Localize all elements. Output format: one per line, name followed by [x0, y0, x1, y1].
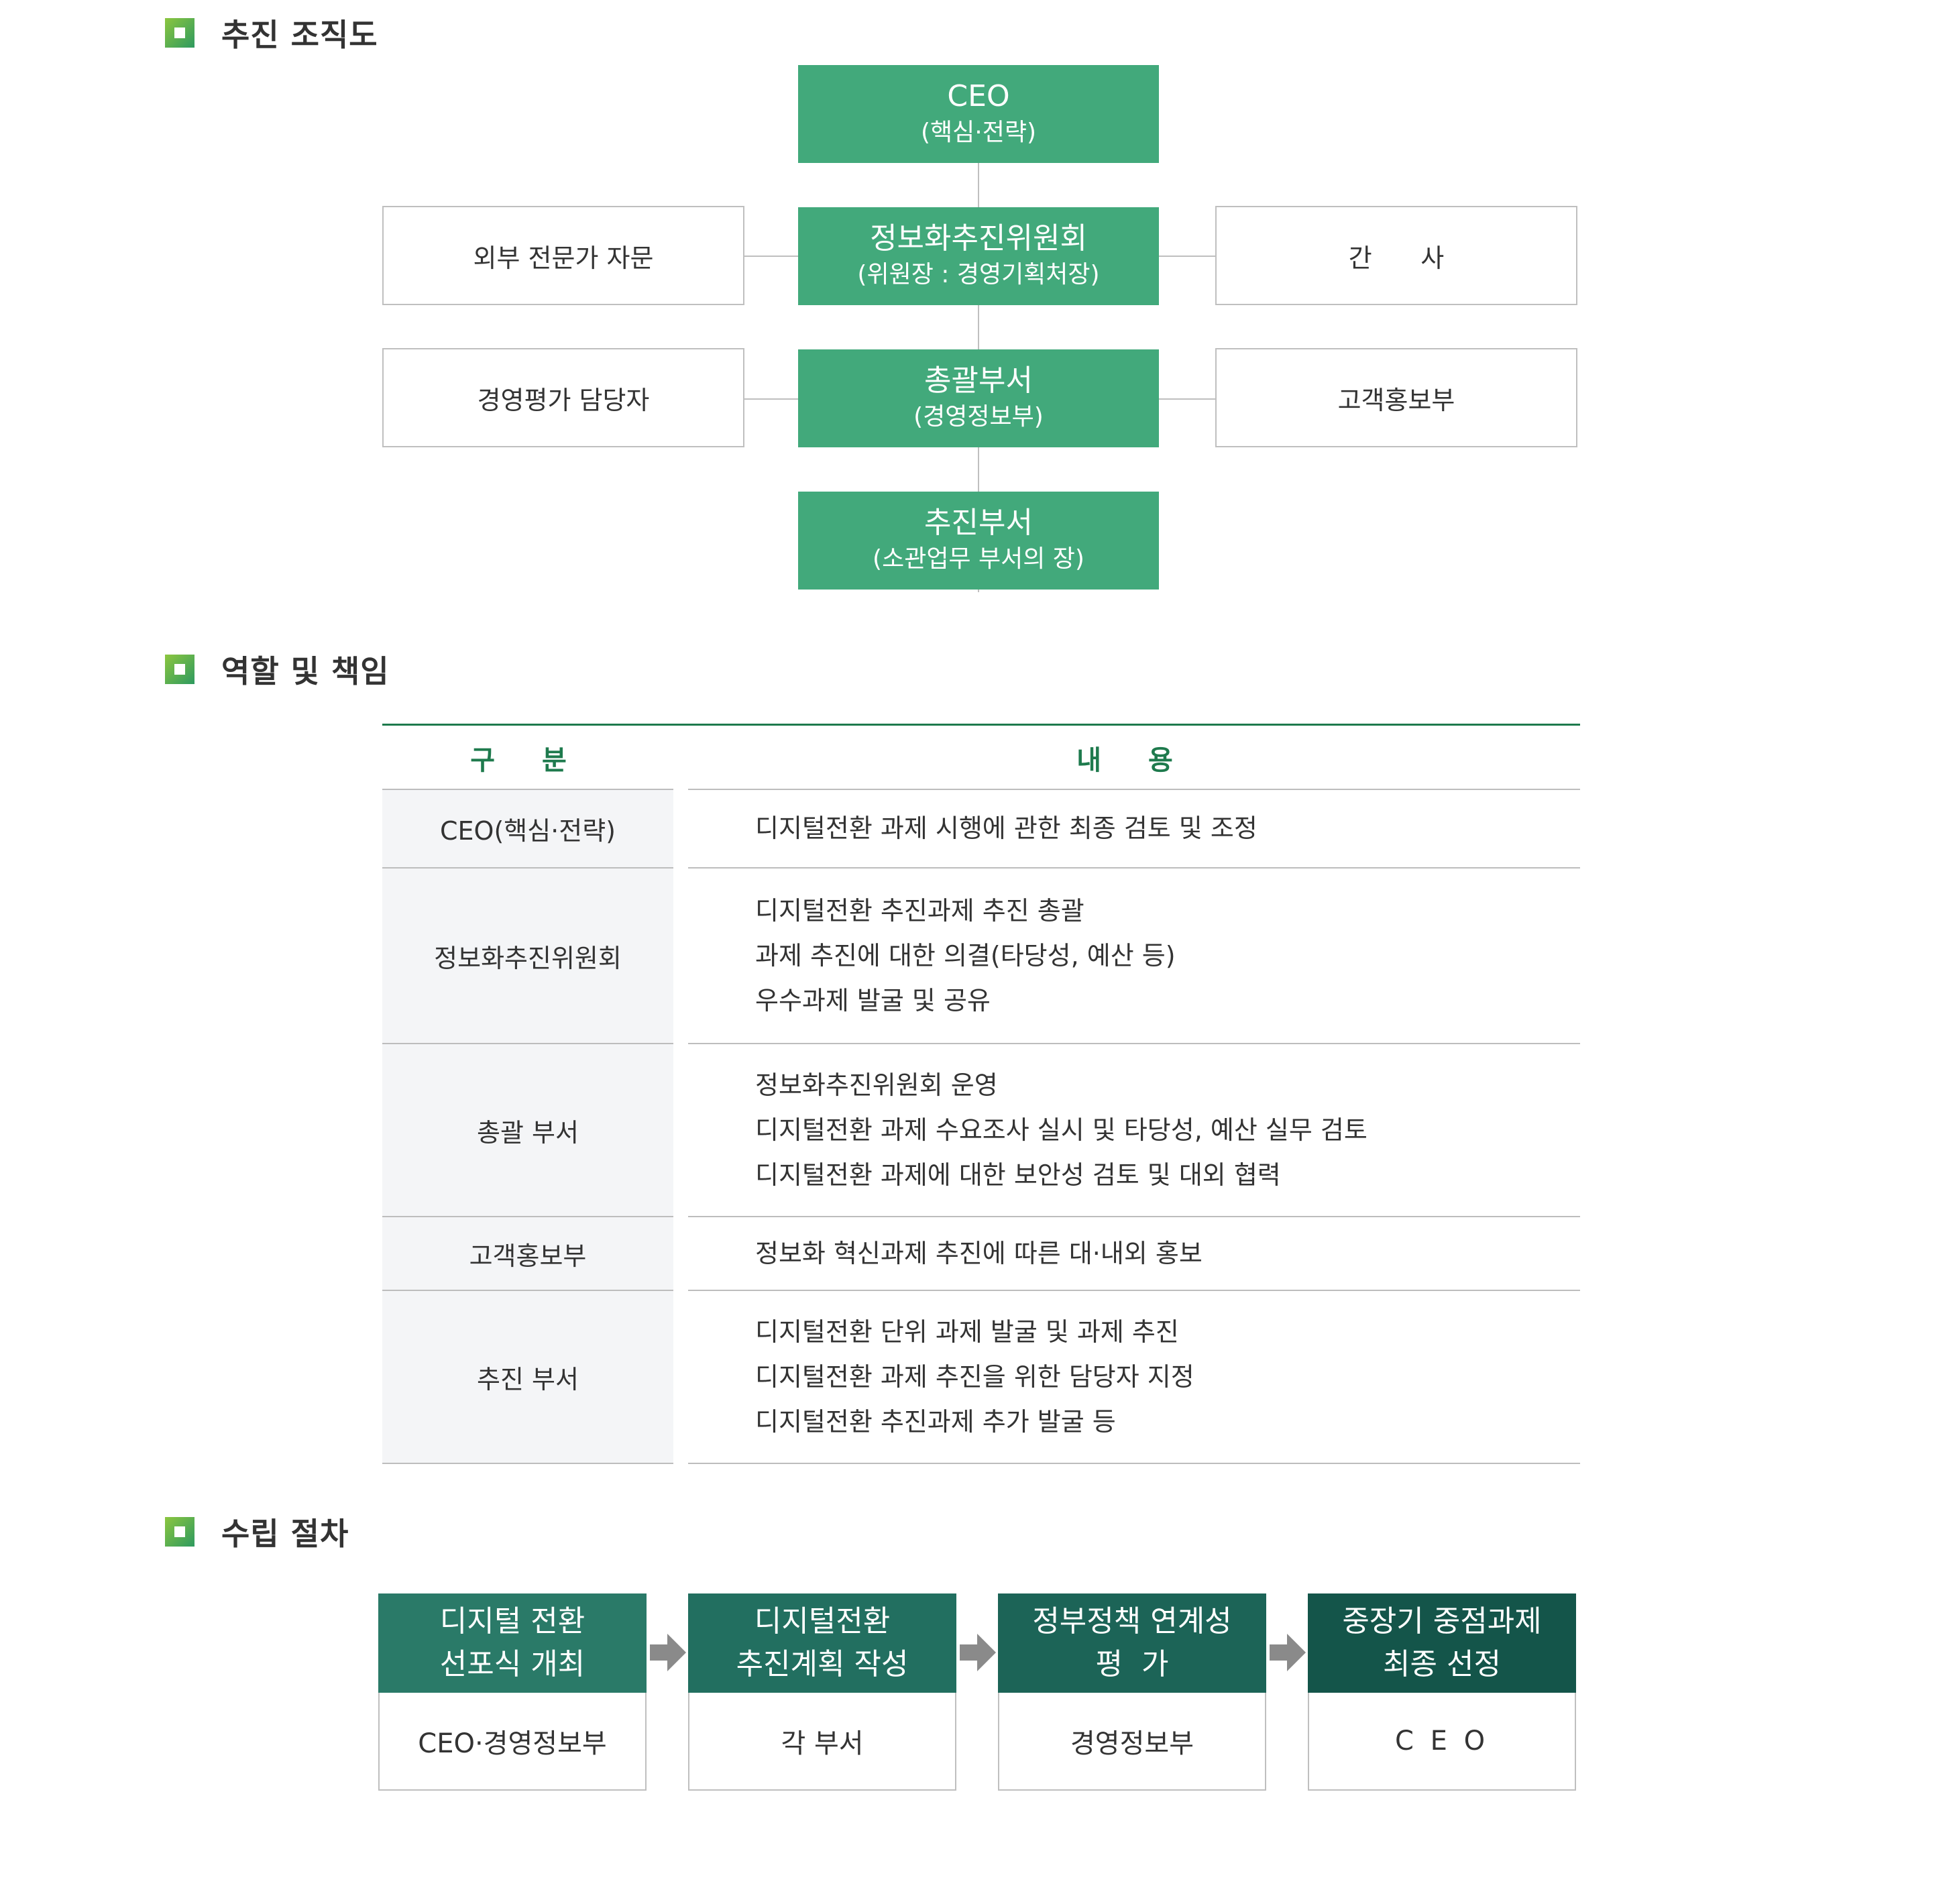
section-title: 추진 조직도: [221, 17, 378, 53]
table-row-item: 디지털전환 추진과제 추가 발굴 등: [755, 1406, 1116, 1437]
process-step-title-line: 최종 선정: [1383, 1647, 1501, 1681]
section-heading-process: 수립 절차: [165, 1512, 349, 1552]
table-row-content: 디지털전환 단위 과제 발굴 및 과제 추진 디지털전환 과제 추진을 위한 담…: [755, 1291, 1573, 1463]
process-step-title-line: 디지털 전환: [439, 1604, 585, 1638]
process-step-2: 디지털전환 추진계획 작성 각 부서: [688, 1593, 956, 1791]
connector-line: [743, 256, 799, 257]
process-step-title: 정부정책 연계성 평 가: [998, 1593, 1266, 1693]
table-rule: [688, 1290, 1580, 1291]
table-rule: [382, 1216, 673, 1217]
process-step-title-line: 평 가: [1095, 1647, 1169, 1681]
org-box-subtitle: (소관업무 부서의 장): [873, 545, 1084, 573]
table-rule: [688, 1043, 1580, 1044]
table-row-category: 고객홍보부: [382, 1217, 673, 1290]
connector-line: [1159, 256, 1217, 257]
org-box-general: 총괄부서 (경영정보부): [798, 349, 1159, 447]
table-row-item: 디지털전환 과제에 대한 보안성 검토 및 대외 협력: [755, 1160, 1281, 1190]
org-box-title: CEO: [947, 79, 1010, 113]
table-row-item: 우수과제 발굴 및 공유: [755, 985, 991, 1015]
table-rule: [688, 1463, 1580, 1464]
org-box-title: 총괄부서: [924, 363, 1033, 398]
table-row-item: 정보화 혁신과제 추진에 따른 대·내외 홍보: [755, 1238, 1203, 1268]
org-box-promotion: 추진부서 (소관업무 부서의 장): [798, 492, 1159, 590]
process-step-title: 디지털 전환 선포식 개최: [378, 1593, 647, 1693]
org-box-title: 정보화추진위원회: [870, 221, 1087, 256]
table-row-item: 과제 추진에 대한 의결(타당성, 예산 등): [755, 940, 1176, 970]
org-box-title: 추진부서: [924, 506, 1033, 540]
table-rule: [688, 867, 1580, 869]
org-box-subtitle: (경영정보부): [913, 403, 1044, 431]
connector-line: [743, 398, 799, 400]
process-step-title: 중장기 중점과제 최종 선정: [1308, 1593, 1576, 1693]
org-box-ceo: CEO (핵심·전략): [798, 65, 1159, 163]
table-rule: [688, 1216, 1580, 1217]
table-rule: [382, 789, 673, 790]
table-row-content: 정보화 혁신과제 추진에 따른 대·내외 홍보: [755, 1217, 1573, 1290]
table-row-item: 디지털전환 추진과제 추진 총괄: [755, 895, 1084, 926]
process-step-title-line: 디지털전환: [754, 1604, 891, 1638]
table-rule: [382, 1043, 673, 1044]
table-row-item: 디지털전환 과제 수요조사 실시 및 타당성, 예산 실무 검토: [755, 1115, 1367, 1145]
table-row-item: 정보화추진위원회 운영: [755, 1070, 998, 1100]
table-header-content: 내 용: [1076, 745, 1192, 776]
table-row-content: 디지털전환 과제 시행에 관한 최종 검토 및 조정: [755, 790, 1573, 867]
org-box-evaluator: 경영평가 담당자: [382, 348, 744, 447]
org-box-advisor: 외부 전문가 자문: [382, 206, 744, 305]
process-step-title-line: 정부정책 연계성: [1032, 1604, 1232, 1638]
process-step-1: 디지털 전환 선포식 개최 CEO·경영정보부: [378, 1593, 647, 1791]
table-rule: [382, 1463, 673, 1464]
org-box-subtitle: (위원장 : 경영기획처장): [857, 261, 1100, 288]
process-step-owner: C E O: [1308, 1693, 1576, 1791]
process-step-title-line: 선포식 개최: [439, 1647, 585, 1681]
table-header-category: 구 분: [470, 745, 585, 776]
section-title: 수립 절차: [221, 1516, 349, 1552]
table-rule: [688, 789, 1580, 790]
table-row-item: 디지털전환 과제 추진을 위한 담당자 지정: [755, 1361, 1194, 1392]
org-box-secretary: 간 사: [1215, 206, 1577, 305]
table-row-content: 디지털전환 추진과제 추진 총괄 과제 추진에 대한 의결(타당성, 예산 등)…: [755, 869, 1573, 1043]
process-step-title: 디지털전환 추진계획 작성: [688, 1593, 956, 1693]
process-arrow-icon: [1270, 1634, 1306, 1671]
table-row-content: 정보화추진위원회 운영 디지털전환 과제 수요조사 실시 및 타당성, 예산 실…: [755, 1044, 1573, 1216]
process-step-owner: 각 부서: [688, 1693, 956, 1791]
process-arrow-icon: [650, 1634, 686, 1671]
table-row-category: 총괄 부서: [382, 1044, 673, 1216]
process-step-owner: 경영정보부: [998, 1693, 1266, 1791]
section-bullet-icon: [165, 655, 194, 684]
process-arrow-icon: [960, 1634, 996, 1671]
table-row-item: 디지털전환 과제 시행에 관한 최종 검토 및 조정: [755, 814, 1258, 843]
table-row-category: CEO(핵심·전략): [382, 790, 673, 867]
org-box-committee: 정보화추진위원회 (위원장 : 경영기획처장): [798, 207, 1159, 305]
org-box-pr: 고객홍보부: [1215, 348, 1577, 447]
section-title: 역할 및 책임: [221, 653, 390, 689]
section-bullet-icon: [165, 18, 194, 48]
table-top-rule: [382, 724, 1580, 726]
table-rule: [382, 867, 673, 869]
org-box-subtitle: (핵심·전략): [920, 119, 1036, 146]
process-step-title-line: 추진계획 작성: [736, 1647, 909, 1681]
section-heading-roles: 역할 및 책임: [165, 649, 390, 689]
table-row-category: 정보화추진위원회: [382, 869, 673, 1043]
table-row-category: 추진 부서: [382, 1291, 673, 1463]
process-step-title-line: 중장기 중점과제: [1342, 1604, 1542, 1638]
section-bullet-icon: [165, 1517, 194, 1547]
process-step-3: 정부정책 연계성 평 가 경영정보부: [998, 1593, 1266, 1791]
process-step-4: 중장기 중점과제 최종 선정 C E O: [1308, 1593, 1576, 1791]
connector-line: [1159, 398, 1217, 400]
table-row-item: 디지털전환 단위 과제 발굴 및 과제 추진: [755, 1317, 1179, 1347]
process-step-owner: CEO·경영정보부: [378, 1693, 647, 1791]
section-heading-org: 추진 조직도: [165, 13, 378, 53]
table-rule: [382, 1290, 673, 1291]
